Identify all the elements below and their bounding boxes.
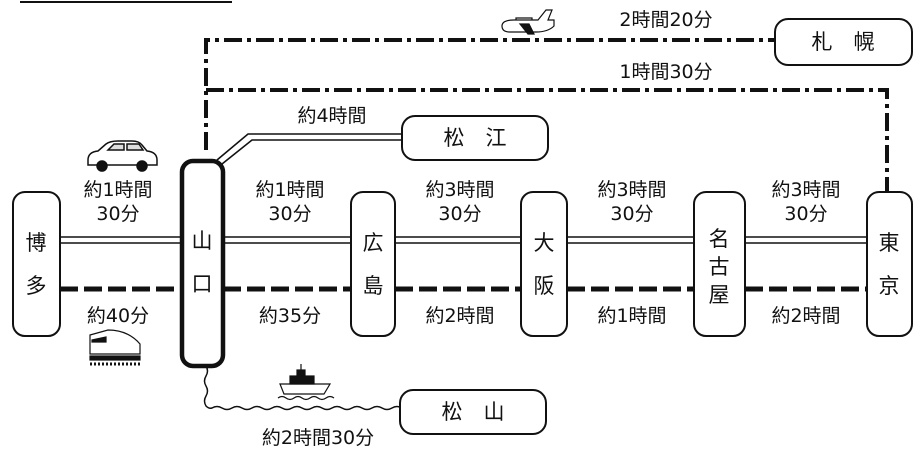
city-tokyo: 東 京 (866, 191, 913, 337)
flight-time-tokyo: 1時間30分 (619, 61, 712, 83)
shinkansen-time-1: 約35分 (259, 305, 321, 327)
expressway-time-4-line2: 30分 (784, 203, 827, 225)
airplane-icon (501, 9, 555, 35)
expressway-time-1-line2: 30分 (268, 203, 311, 225)
car-icon (87, 140, 158, 172)
car-time-line1: 約1時間 (83, 179, 152, 201)
ship-icon (277, 364, 335, 401)
city-hakata-char-2: 多 (26, 274, 47, 298)
city-yamaguchi: 山 口 (179, 158, 226, 369)
city-osaka-char-1: 大 (534, 231, 555, 255)
city-hakata-char-1: 博 (26, 231, 47, 255)
city-hiroshima: 広 島 (350, 191, 396, 337)
city-yamaguchi-char-2: 口 (192, 272, 213, 296)
city-tokyo-char-1: 東 (879, 231, 900, 255)
city-nagoya: 名 古 屋 (693, 191, 746, 337)
city-hiroshima-char-1: 広 (363, 231, 384, 255)
rail-time-hakata: 約40分 (87, 305, 149, 327)
flight-routes (204, 38, 889, 195)
city-tokyo-char-2: 京 (879, 274, 900, 298)
city-yamaguchi-char-1: 山 (192, 229, 213, 253)
city-matsuyama-label: 松 山 (442, 400, 505, 424)
expressway-lines (60, 236, 867, 244)
city-sapporo-label: 札 幌 (812, 30, 875, 54)
expressway-time-1-line1: 約1時間 (255, 179, 324, 201)
car-time-line2: 30分 (96, 203, 139, 225)
city-osaka-char-2: 阪 (534, 274, 555, 298)
shinkansen-time-2: 約2時間 (425, 305, 494, 327)
city-osaka: 大 阪 (520, 191, 568, 337)
city-hakata: 博 多 (12, 191, 61, 337)
city-hiroshima-char-2: 島 (363, 274, 384, 298)
city-nagoya-char-1: 名 (709, 227, 730, 251)
shinkansen-time-3: 約1時間 (597, 305, 666, 327)
city-matsue: 松 江 (401, 115, 549, 161)
expressway-time-2-line2: 30分 (438, 203, 481, 225)
city-matsue-label: 松 江 (444, 126, 507, 150)
flight-route-sapporo (204, 38, 775, 150)
city-matsuyama: 松 山 (399, 389, 547, 435)
expressway-time-3-line1: 約3時間 (597, 179, 666, 201)
city-nagoya-char-3: 屋 (709, 283, 730, 307)
matsue-time: 約4時間 (297, 105, 366, 127)
flight-time-sapporo: 2時間20分 (619, 9, 712, 31)
matsuyama-time: 約2時間30分 (262, 427, 374, 449)
city-nagoya-char-2: 古 (709, 255, 730, 279)
city-sapporo: 札 幌 (774, 18, 913, 66)
matsue-route (216, 133, 402, 165)
flight-route-tokyo (206, 88, 889, 195)
expressway-time-3-line2: 30分 (610, 203, 653, 225)
shinkansen-icon (89, 329, 141, 366)
shinkansen-time-4: 約2時間 (771, 305, 840, 327)
expressway-time-2-line1: 約3時間 (425, 179, 494, 201)
expressway-time-4-line1: 約3時間 (771, 179, 840, 201)
